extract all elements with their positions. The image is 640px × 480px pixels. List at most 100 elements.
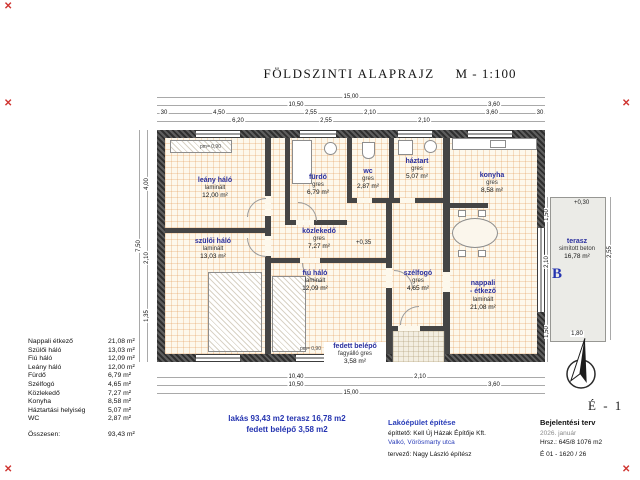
- chair: [478, 210, 486, 217]
- window: [468, 130, 512, 138]
- dimension-line: [157, 121, 545, 122]
- room-floor: laminált: [202, 246, 224, 253]
- dimension-label: 10,50: [287, 102, 305, 108]
- door-opening: [357, 198, 372, 203]
- room-area: 5,07 m²: [405, 173, 429, 181]
- table-row-value: 5,07 m²: [108, 406, 132, 414]
- dimension-label: 2,55: [304, 110, 318, 116]
- covered-entry-area: [392, 331, 445, 362]
- designer-line: tervező: Nagy László építész: [388, 451, 472, 458]
- wall: [285, 138, 290, 225]
- dimension-line: [157, 385, 545, 386]
- dimension-line: [157, 377, 545, 378]
- door-opening: [443, 272, 450, 292]
- room-floor: gres: [411, 166, 423, 173]
- wall: [443, 138, 450, 354]
- room-label-konyha: konyha gres 8,58 m²: [462, 172, 522, 195]
- registration-mark-icon: ✕: [4, 98, 13, 109]
- area-summary-line2: fedett belépő 3,58 m2: [246, 424, 328, 434]
- dimension-label: 30: [535, 110, 545, 116]
- single-bed: [272, 276, 306, 352]
- address-line: Valkó, Vörösmarty utca: [388, 439, 455, 446]
- room-area: 8,58 m²: [480, 187, 504, 195]
- dimension-label: 15,00: [342, 390, 360, 396]
- door-opening: [265, 196, 271, 216]
- room-name: konyha: [479, 172, 505, 179]
- drawing-title-text: FÖLDSZINTI ALAPRAJZ: [263, 66, 435, 81]
- table-row-value: 12,00 m²: [108, 363, 135, 371]
- sheet-code: É - 1: [588, 398, 624, 413]
- room-area: 16,78 m²: [564, 253, 590, 261]
- room-name: terasz: [566, 238, 588, 245]
- room-name: szélfogó: [403, 270, 433, 277]
- dimension-label: 3,60: [487, 382, 501, 388]
- boiler: [424, 140, 437, 153]
- table-row-value: 6,79 m²: [108, 372, 132, 380]
- room-label-kozlekedo: közlekedő gres 7,27 m²: [290, 228, 348, 251]
- kitchen-sink: [490, 140, 506, 148]
- dimension-label: 4,50: [212, 110, 226, 116]
- chair: [458, 210, 466, 217]
- window: [196, 130, 240, 138]
- room-area: 12,00 m²: [202, 192, 228, 200]
- room-label-terasz: terasz simított beton 16,78 m²: [550, 238, 604, 261]
- door-opening: [265, 236, 271, 256]
- table-row-value: 21,08 m²: [108, 338, 135, 345]
- dimension-label: 1,50: [544, 208, 550, 222]
- room-label-leany-halo: leány háló laminált 12,00 m²: [183, 177, 247, 200]
- wall: [165, 228, 265, 233]
- room-floor: laminált: [204, 185, 226, 192]
- room-area: 21,08 m²: [470, 303, 496, 311]
- door-opening: [398, 326, 420, 331]
- table-row-label: WC: [28, 415, 40, 423]
- room-floor: gres: [312, 182, 324, 189]
- parapet-note: pm= 0,90: [300, 346, 321, 352]
- wall: [389, 138, 394, 203]
- room-area: 13,03 m²: [200, 253, 226, 261]
- parapet-note: pm= 0,90: [200, 144, 221, 150]
- door-opening: [386, 268, 392, 288]
- room-area: 12,09 m²: [302, 285, 328, 293]
- room-label-fedett-belepo: fedett belépő fagyálló gres 3,58 m²: [324, 342, 386, 367]
- wall: [347, 198, 443, 203]
- room-floor: laminált: [304, 278, 326, 285]
- room-floor: fagyálló gres: [337, 351, 373, 358]
- table-row-label: Nappali étkező: [28, 338, 73, 345]
- room-name: fürdő: [309, 174, 327, 181]
- dimension-label: 3,60: [485, 110, 499, 116]
- dimension-label: 2,10: [417, 118, 431, 124]
- washing-machine: [398, 140, 413, 155]
- table-row: Közlekedő 7,27 m²: [28, 390, 160, 399]
- wall: [443, 203, 488, 208]
- table-row: WC 2,87 m²: [28, 415, 160, 424]
- door-opening: [400, 198, 415, 203]
- table-row-label: Szülői háló: [28, 346, 62, 354]
- table-row-label: Közlekedő: [28, 389, 60, 397]
- document-type: Bejelentési terv: [540, 418, 596, 427]
- dimension-label: 2,10: [413, 374, 427, 380]
- table-row-value: 12,09 m²: [108, 355, 135, 363]
- date-line: 2026. január: [540, 430, 577, 437]
- dimension-label: 2,10: [544, 255, 550, 269]
- table-row-value: 2,87 m²: [108, 415, 132, 423]
- registration-mark-icon: ✕: [622, 98, 631, 109]
- dimension-label: 7,50: [136, 239, 142, 253]
- wardrobe: [170, 140, 232, 153]
- table-row-value: 7,27 m²: [108, 389, 132, 397]
- table-row-label: Leány háló: [28, 363, 62, 371]
- room-label-fiu-halo: fiú háló laminált 12,09 m²: [286, 270, 344, 293]
- room-area: 3,58 m²: [343, 358, 367, 366]
- window: [300, 130, 336, 138]
- area-summary-line1: lakás 93,43 m2 terasz 16,78 m2: [228, 414, 346, 423]
- registration-mark-icon: ✕: [4, 464, 13, 475]
- room-area: 6,79 m²: [306, 189, 330, 197]
- drawing-title: FÖLDSZINTI ALAPRAJZ M - 1:100: [160, 66, 620, 82]
- dimension-label: 2,55: [319, 118, 333, 124]
